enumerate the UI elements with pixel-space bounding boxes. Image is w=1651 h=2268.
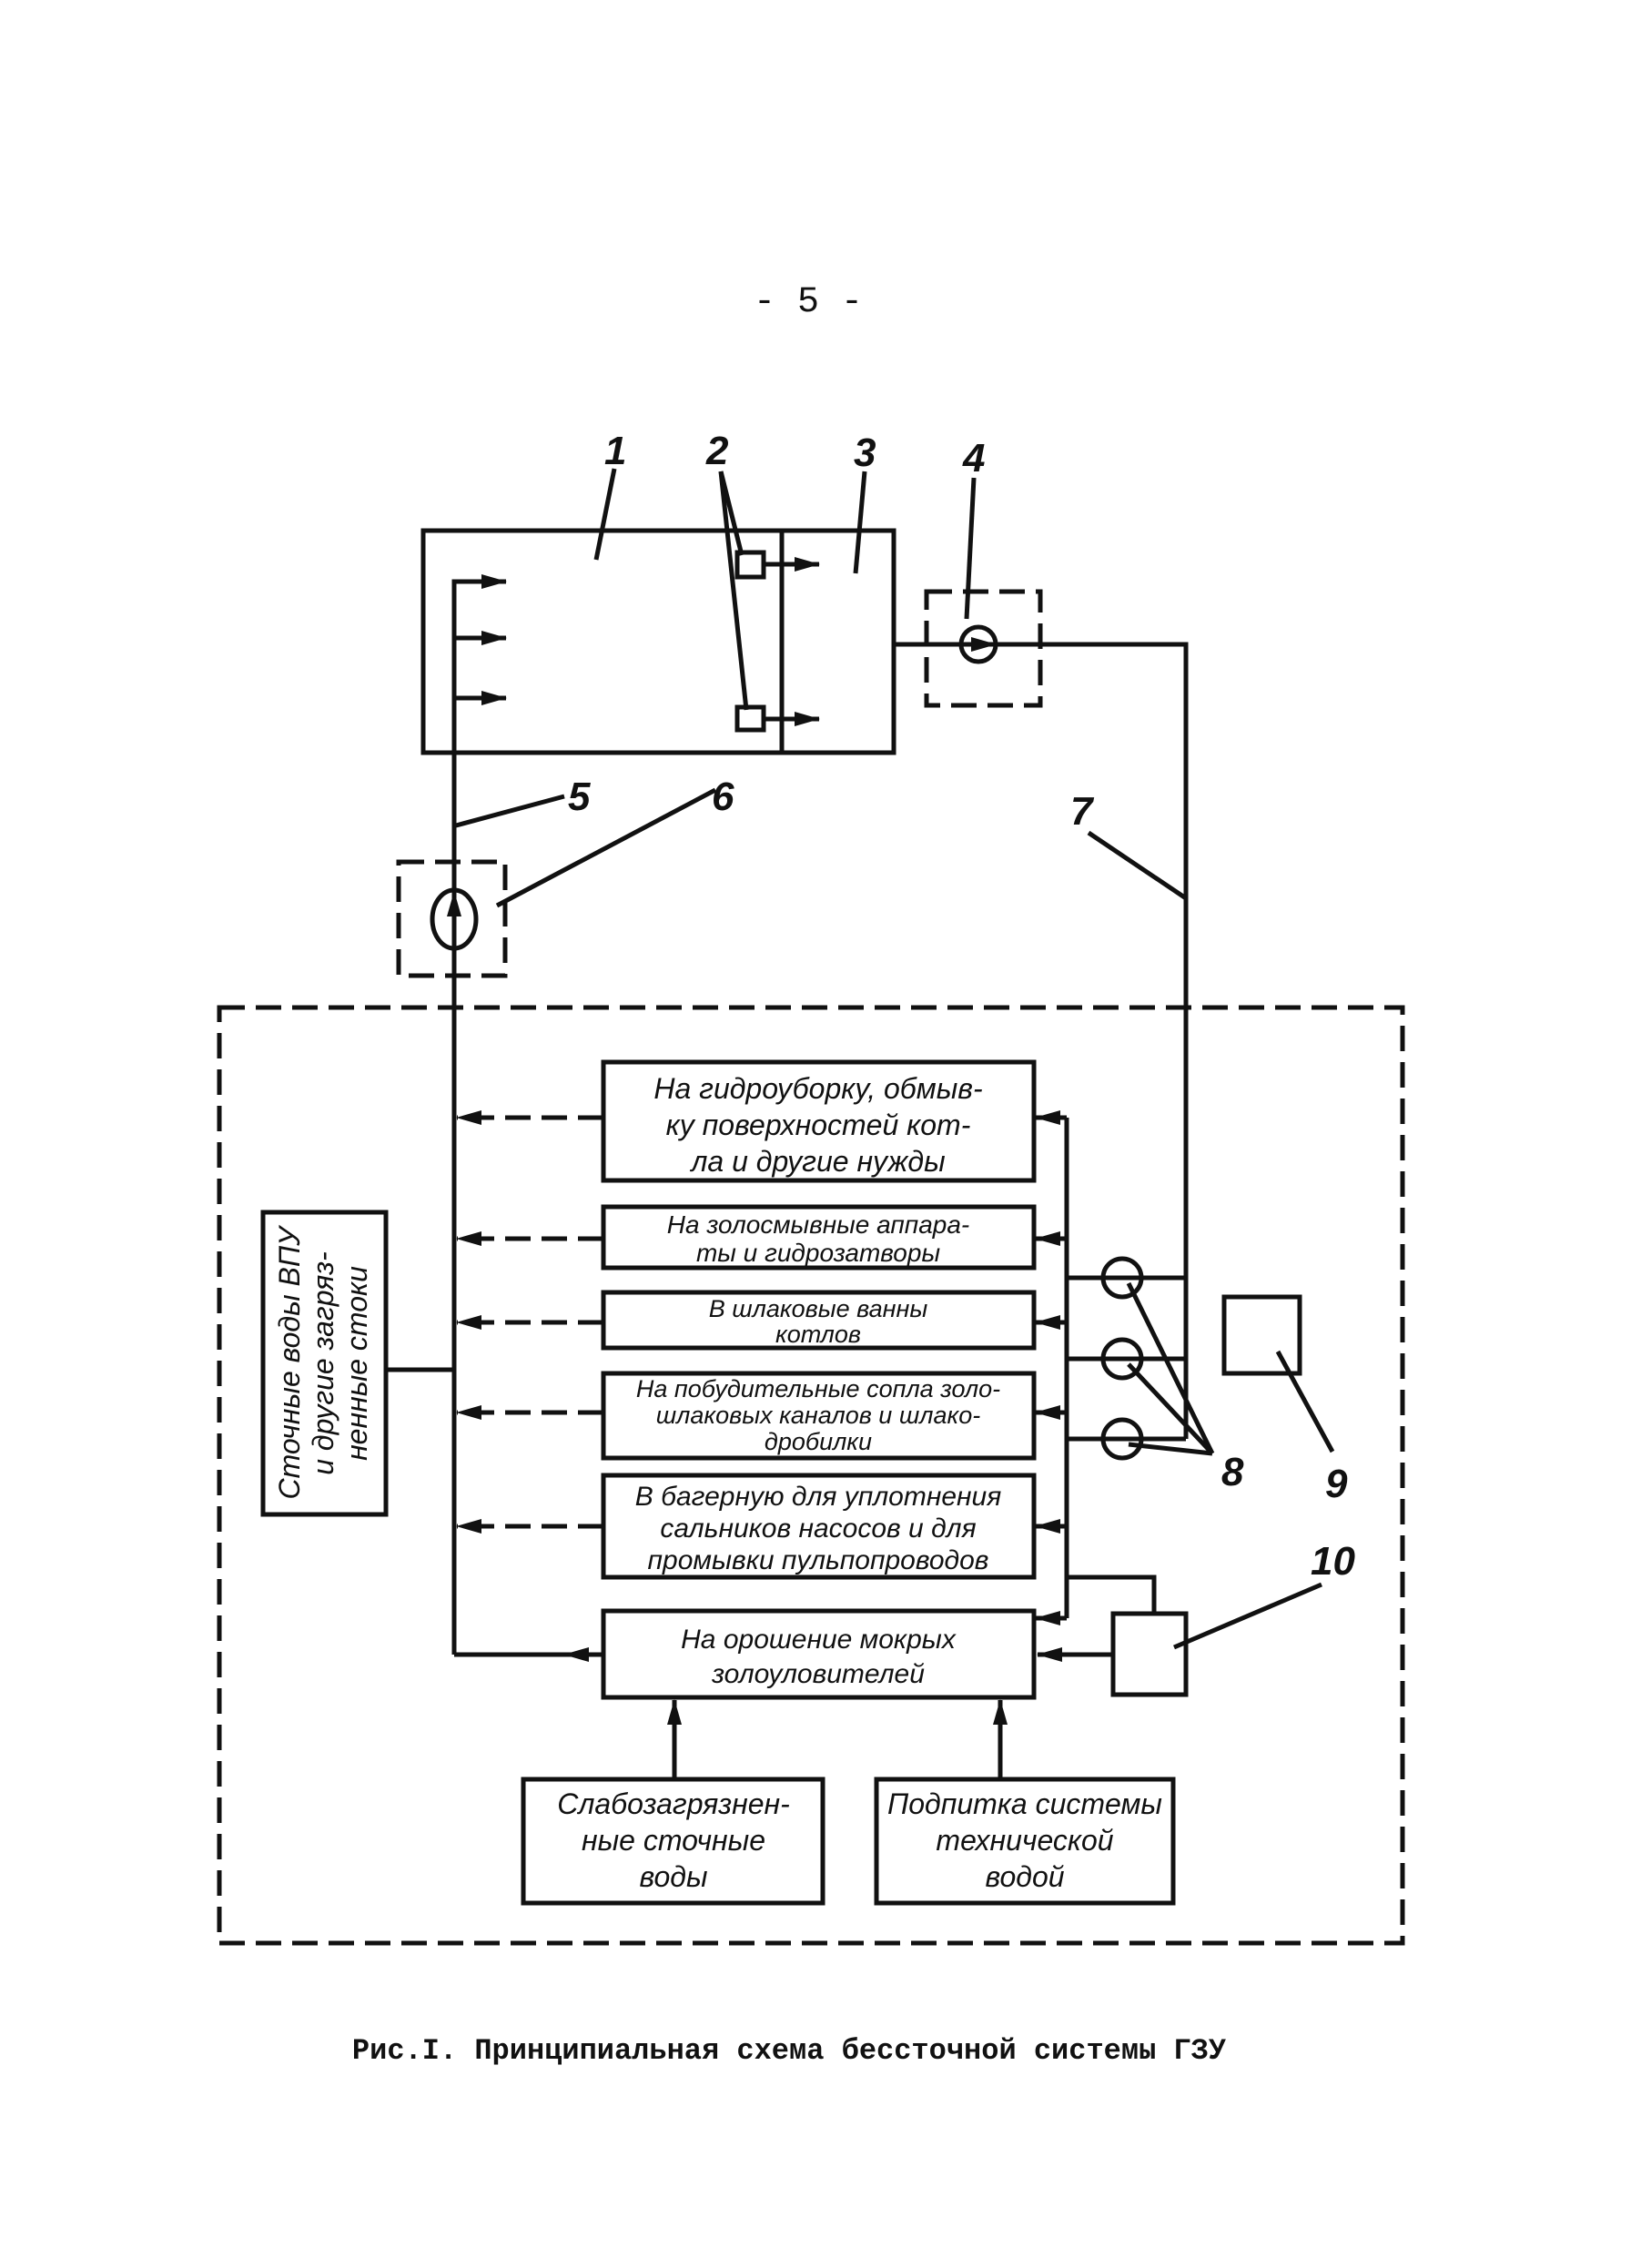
leader-9 (1275, 1350, 1335, 1453)
source-1-line-2: ные сточные (582, 1824, 765, 1857)
pump-8-icon (1100, 1417, 1144, 1461)
waste-water-source-box (260, 1210, 389, 1517)
pumps-8 (1067, 1256, 1215, 1461)
source-1-line-1: Слабозагрязнен- (557, 1787, 790, 1820)
consumer-1: На гидроуборку, обмыв- ку поверхностей к… (601, 1059, 1037, 1183)
leader-7 (1087, 830, 1188, 901)
leader-4 (964, 477, 977, 620)
consumer-2: На золосмывные аппара- ты и гидрозатворы (601, 1204, 1037, 1271)
consumer-6-line-1: На орошение мокрых (681, 1625, 957, 1655)
unit-10-feed (1067, 1574, 1157, 1614)
source-2-line-2: технической (936, 1824, 1113, 1857)
pump-8-icon (1100, 1256, 1144, 1300)
unit-9 (1221, 1294, 1302, 1376)
label-9: 9 (1325, 1462, 1348, 1506)
label-10: 10 (1311, 1539, 1355, 1584)
pump-6-housing (396, 859, 508, 978)
consumer-4-line-1: На побудительные сопла золо- (636, 1375, 1000, 1402)
consumer-5: В багерную для уплотнения сальников насо… (601, 1473, 1037, 1580)
leader-5 (455, 794, 565, 828)
consumer-3-line-1: В шлаковые ванны (709, 1295, 928, 1322)
figure-caption: Рис.I. Принципиальная схема бессточной с… (352, 2034, 1227, 2068)
leader-1 (593, 468, 617, 561)
unit-10 (1110, 1611, 1189, 1697)
consumer-2-line-2: ты и гидрозатворы (696, 1239, 940, 1267)
source-lightly-polluted: Слабозагрязнен- ные сточные воды (521, 1777, 826, 1906)
consumer-3-line-2: котлов (775, 1321, 861, 1348)
source-1-line-3: воды (639, 1860, 707, 1893)
consumer-6: На орошение мокрых золоуловителей (601, 1608, 1037, 1700)
device-2-lower (734, 704, 766, 733)
leader-10 (1173, 1582, 1322, 1650)
consumer-4-line-3: дробилки (765, 1428, 872, 1455)
consumer-6-line-2: золоуловителей (711, 1659, 925, 1689)
label-8: 8 (1221, 1450, 1244, 1494)
pump-6-icon (430, 887, 479, 951)
source-2-line-1: Подпитка системы (887, 1787, 1162, 1820)
label-1: 1 (604, 429, 626, 473)
supply-arrows (1035, 1110, 1067, 1625)
consumer-2-line-1: На золосмывные аппара- (667, 1210, 970, 1239)
pump-8-icon (1100, 1337, 1144, 1381)
source-makeup-water: Подпитка системы технической водой (874, 1777, 1176, 1906)
consumer-4-line-2: шлаковых каналов и шлако- (656, 1402, 980, 1429)
page-number: - 5 - (754, 282, 863, 323)
device-2-upper (734, 550, 766, 580)
consumer-4: На побудительные сопла золо- шлаковых ка… (601, 1371, 1037, 1461)
label-5: 5 (568, 775, 591, 819)
consumer-1-line-2: ку поверхностей кот- (666, 1109, 971, 1141)
label-2: 2 (705, 429, 729, 473)
source-2-line-3: водой (985, 1860, 1064, 1893)
leader-3 (853, 471, 867, 574)
left-box-line-1: Сточные воды ВПУ (273, 1224, 306, 1500)
consumer-1-line-1: На гидроуборку, обмыв- (653, 1072, 982, 1105)
label-7: 7 (1070, 789, 1095, 834)
consumer-5-line-2: сальников насосов и для (660, 1514, 976, 1544)
consumer-5-line-3: промывки пульпопроводов (648, 1545, 989, 1575)
left-box-line-3: ненные стоки (340, 1266, 373, 1461)
return-arrows (454, 1110, 603, 1662)
pipe-5 (451, 574, 507, 1655)
left-box-line-2: и другие загряз- (307, 1251, 339, 1475)
boiler-block-1 (420, 528, 896, 755)
system-boundary (217, 1005, 1405, 1946)
consumer-5-line-1: В багерную для уплотнения (635, 1482, 1002, 1512)
consumer-3: В шлаковые ванны котлов (601, 1290, 1037, 1351)
label-4: 4 (962, 436, 985, 481)
consumer-1-line-3: ла и другие нужды (689, 1145, 945, 1178)
leader-6 (495, 787, 717, 908)
pump-4-housing (924, 589, 1043, 708)
label-6: 6 (712, 775, 734, 819)
label-3: 3 (854, 430, 876, 475)
leader-2b (718, 471, 749, 711)
